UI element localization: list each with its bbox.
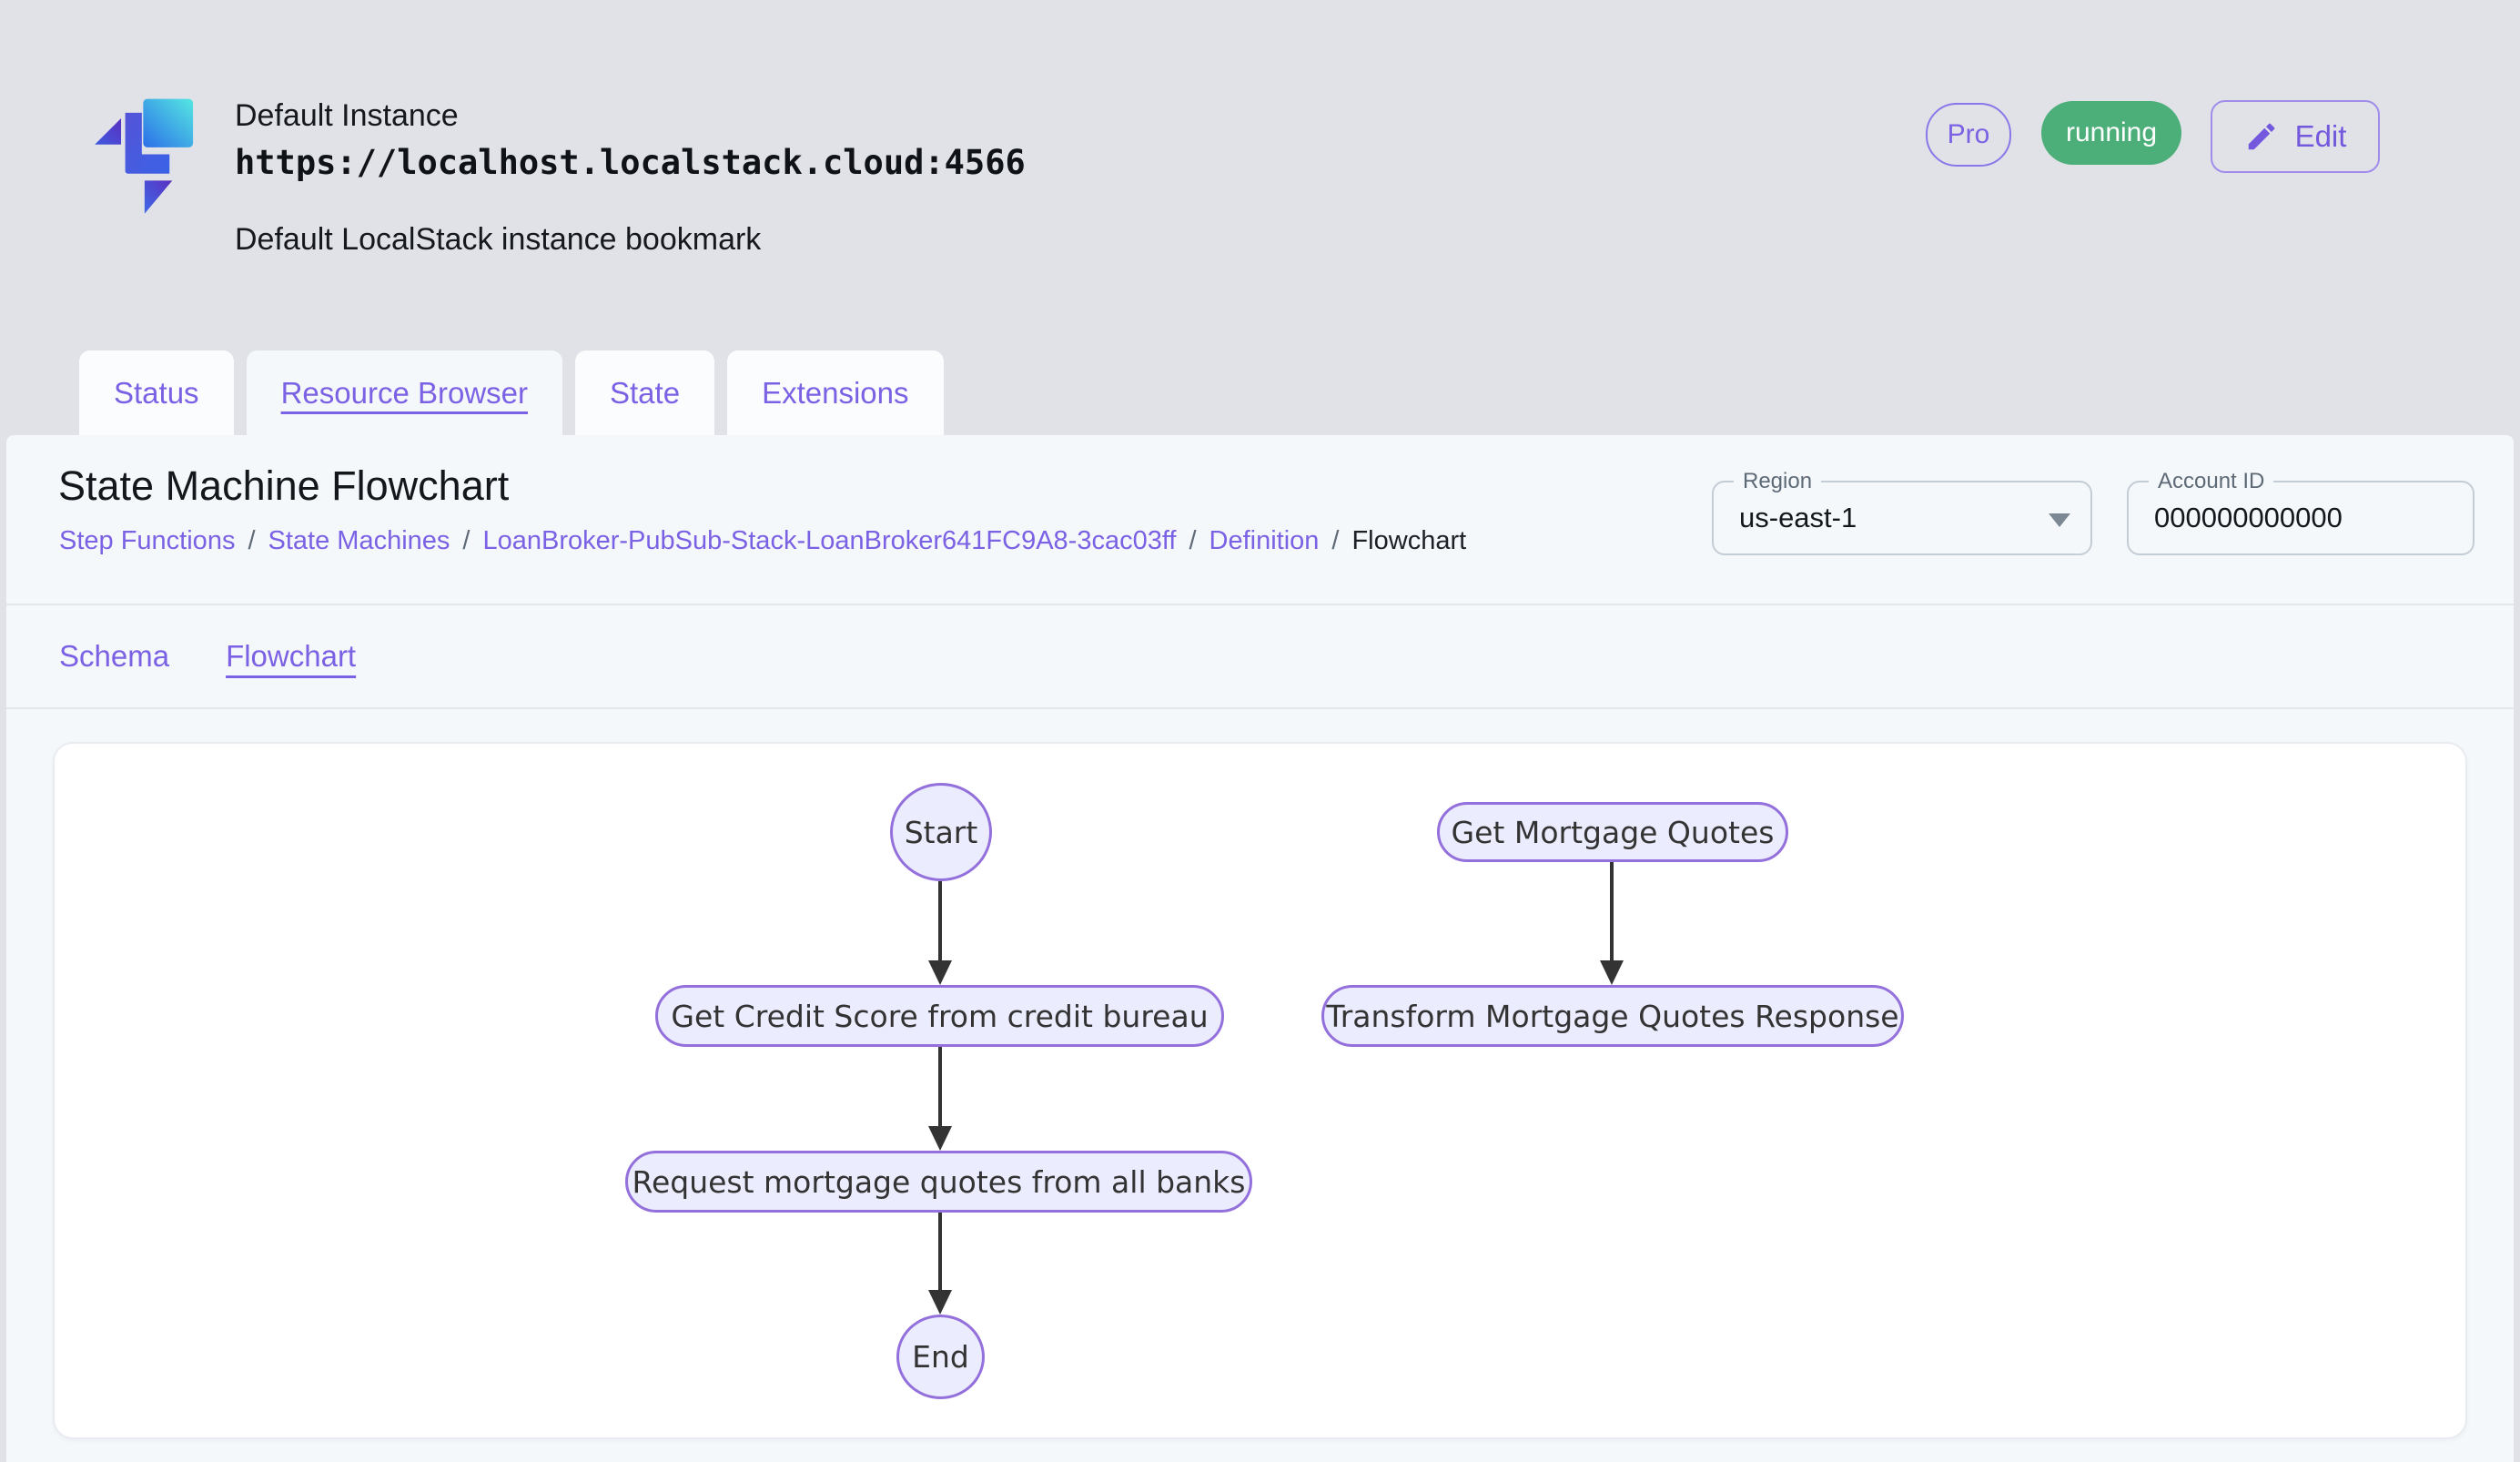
tab-state[interactable]: State: [575, 350, 715, 435]
tab-resource-browser[interactable]: Resource Browser: [246, 350, 562, 435]
flow-arrow-request-to-end: [928, 1213, 952, 1315]
subtab-schema[interactable]: Schema: [59, 639, 170, 673]
breadcrumb: Step Functions / State Machines / LoanBr…: [59, 526, 1467, 555]
edit-button-label: Edit: [2294, 119, 2347, 153]
region-select[interactable]: Region us-east-1: [1712, 469, 2092, 555]
breadcrumb-definition[interactable]: Definition: [1209, 526, 1320, 555]
chevron-down-icon: [2049, 513, 2070, 527]
flow-node-request-quotes: Request mortgage quotes from all banks: [625, 1151, 1252, 1213]
pro-badge[interactable]: Pro: [1926, 103, 2011, 167]
account-id-field: Account ID: [2127, 469, 2474, 555]
flow-node-end: End: [896, 1315, 985, 1399]
flow-arrow-start-to-credit: [928, 881, 952, 985]
main-tabs: Status Resource Browser State Extensions: [79, 350, 944, 435]
account-id-input[interactable]: [2129, 482, 2473, 553]
region-value: us-east-1: [1739, 502, 1857, 533]
flowchart-card: Start Get Credit Score from credit burea…: [53, 742, 2467, 1439]
flow-arrow-getquotes-to-transform: [1600, 862, 1624, 985]
instance-url: https://localhost.localstack.cloud:4566: [235, 143, 1026, 182]
page-title: State Machine Flowchart: [58, 462, 510, 509]
definition-subtabs: Schema Flowchart: [6, 605, 2514, 709]
pro-badge-label: Pro: [1947, 119, 1990, 149]
account-id-label: Account ID: [2149, 469, 2274, 494]
edit-button[interactable]: Edit: [2211, 100, 2380, 173]
breadcrumb-step-functions[interactable]: Step Functions: [59, 526, 236, 555]
flow-node-get-credit-score: Get Credit Score from credit bureau: [655, 985, 1224, 1047]
resource-browser-panel: State Machine Flowchart Step Functions /…: [6, 435, 2514, 1462]
flow-node-get-mortgage-quotes: Get Mortgage Quotes: [1437, 802, 1788, 862]
pencil-icon: [2248, 123, 2274, 150]
localstack-logo: [95, 98, 194, 214]
breadcrumb-current: Flowchart: [1351, 526, 1467, 555]
tab-status[interactable]: Status: [79, 350, 234, 435]
flow-arrow-credit-to-request: [928, 1047, 952, 1151]
breadcrumb-state-machines[interactable]: State Machines: [268, 526, 450, 555]
region-label: Region: [1734, 469, 1822, 494]
breadcrumb-state-machine-id[interactable]: LoanBroker-PubSub-Stack-LoanBroker641FC9…: [482, 526, 1177, 555]
tab-extensions[interactable]: Extensions: [727, 350, 944, 435]
flow-node-transform-response: Transform Mortgage Quotes Response: [1321, 985, 1904, 1047]
status-badge: running: [2041, 101, 2181, 165]
subtab-flowchart[interactable]: Flowchart: [226, 639, 357, 673]
instance-name: Default Instance: [235, 98, 459, 133]
instance-description: Default LocalStack instance bookmark: [235, 222, 762, 257]
flow-node-start: Start: [890, 783, 992, 881]
status-badge-label: running: [2065, 117, 2158, 147]
